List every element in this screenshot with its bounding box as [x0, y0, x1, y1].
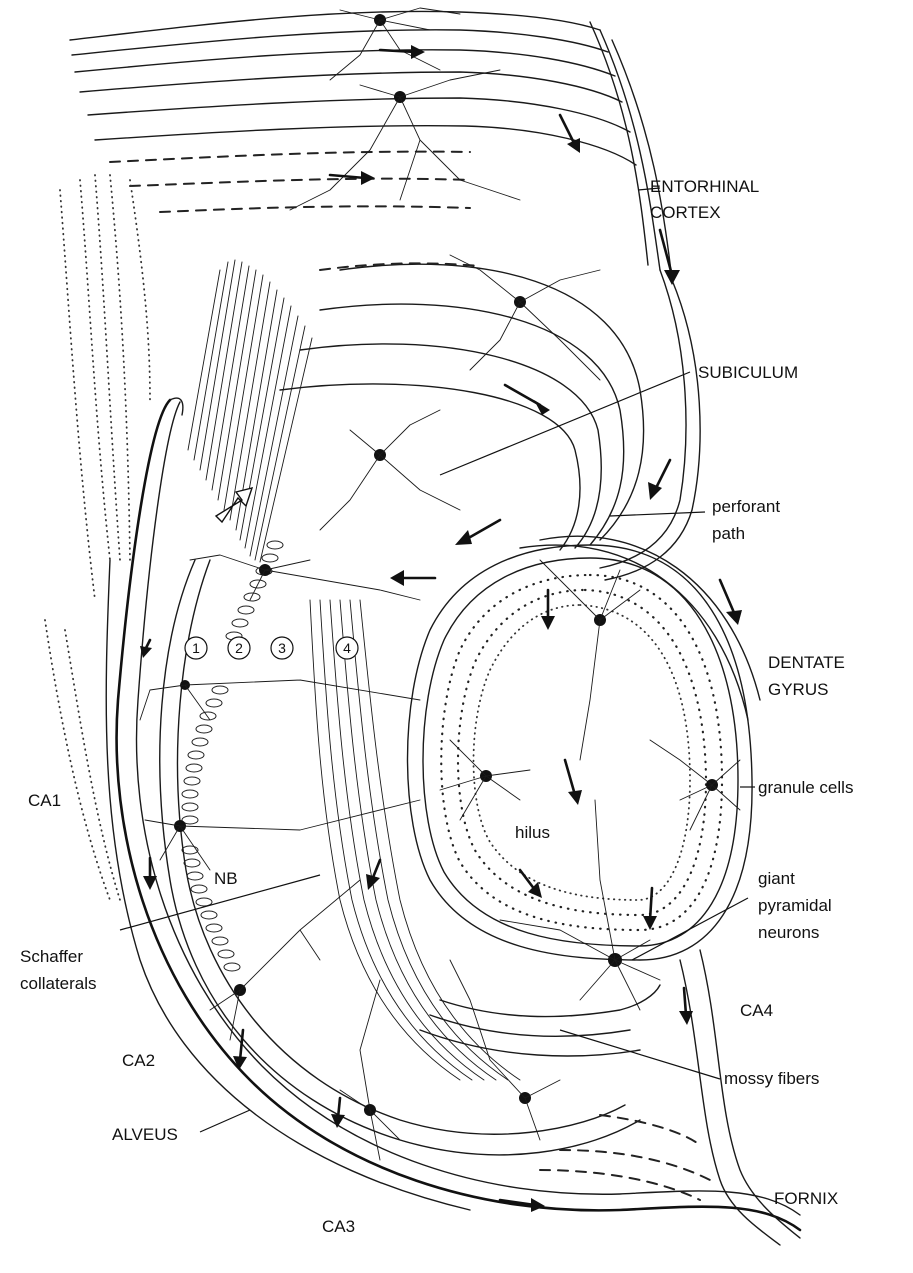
cortical-neurons	[290, 8, 600, 530]
label-ca2: CA2	[122, 1051, 155, 1070]
label-hilus: hilus	[515, 823, 550, 842]
svg-text:1: 1	[192, 640, 200, 656]
label-giant-line3: neurons	[758, 923, 819, 942]
entorhinal-cortex-layers	[70, 11, 672, 280]
marker-3: 3	[271, 637, 293, 659]
label-giant-line1: giant	[758, 869, 795, 888]
schaffer-fibers	[310, 600, 520, 1080]
fornix	[540, 950, 800, 1245]
ca3-neuron-3	[450, 960, 560, 1140]
granule-cell-top	[540, 560, 640, 760]
dentate-gyrus	[408, 536, 761, 960]
label-mossy-fibers: mossy fibers	[724, 1069, 819, 1088]
marker-2: 2	[228, 637, 250, 659]
label-granule-cells: granule cells	[758, 778, 853, 797]
label-entorhinal-line1: ENTORHINAL	[650, 177, 759, 196]
label-schaffer-line2: collaterals	[20, 974, 97, 993]
open-arrow	[216, 488, 252, 522]
ca3-neuron-2	[340, 980, 400, 1160]
label-ca1: CA1	[28, 791, 61, 810]
granule-cell-left	[440, 740, 530, 820]
label-fornix: FORNIX	[774, 1189, 838, 1208]
ca1-neuron-top	[190, 555, 420, 600]
labels: ENTORHINAL CORTEX SUBICULUM perforant pa…	[20, 177, 853, 1236]
label-ca3: CA3	[322, 1217, 355, 1236]
subiculum-neuron-1	[450, 255, 600, 380]
entorhinal-neuron-1	[330, 8, 460, 80]
label-schaffer-line1: Schaffer	[20, 947, 83, 966]
label-dentate-line1: DENTATE	[768, 653, 845, 672]
svg-text:2: 2	[235, 640, 243, 656]
numbered-markers: 1 2 3 4	[185, 637, 358, 659]
marker-4: 4	[336, 637, 358, 659]
subiculum-fibers	[280, 263, 700, 580]
nb-coiled-fibers	[182, 541, 283, 971]
marker-1: 1	[185, 637, 207, 659]
ca1-neuron-mid	[140, 680, 420, 720]
entorhinal-neuron-2	[290, 70, 520, 210]
granule-cell-right	[650, 740, 740, 830]
label-perforant-line1: perforant	[712, 497, 780, 516]
svg-text:3: 3	[278, 640, 286, 656]
label-alveus: ALVEUS	[112, 1125, 178, 1144]
label-ca4: CA4	[740, 1001, 773, 1020]
label-nb: NB	[214, 869, 238, 888]
svg-text:4: 4	[343, 640, 351, 656]
label-subiculum: SUBICULUM	[698, 363, 798, 382]
leader-lines	[120, 188, 755, 1132]
label-giant-line2: pyramidal	[758, 896, 832, 915]
label-dentate-line2: GYRUS	[768, 680, 828, 699]
alveus	[106, 398, 800, 1230]
hatched-region	[188, 260, 312, 562]
label-entorhinal-line2: CORTEX	[650, 203, 721, 222]
subiculum-neuron-2	[320, 410, 460, 530]
label-perforant-line2: path	[712, 524, 745, 543]
ca3-neuron-1	[210, 880, 360, 1040]
